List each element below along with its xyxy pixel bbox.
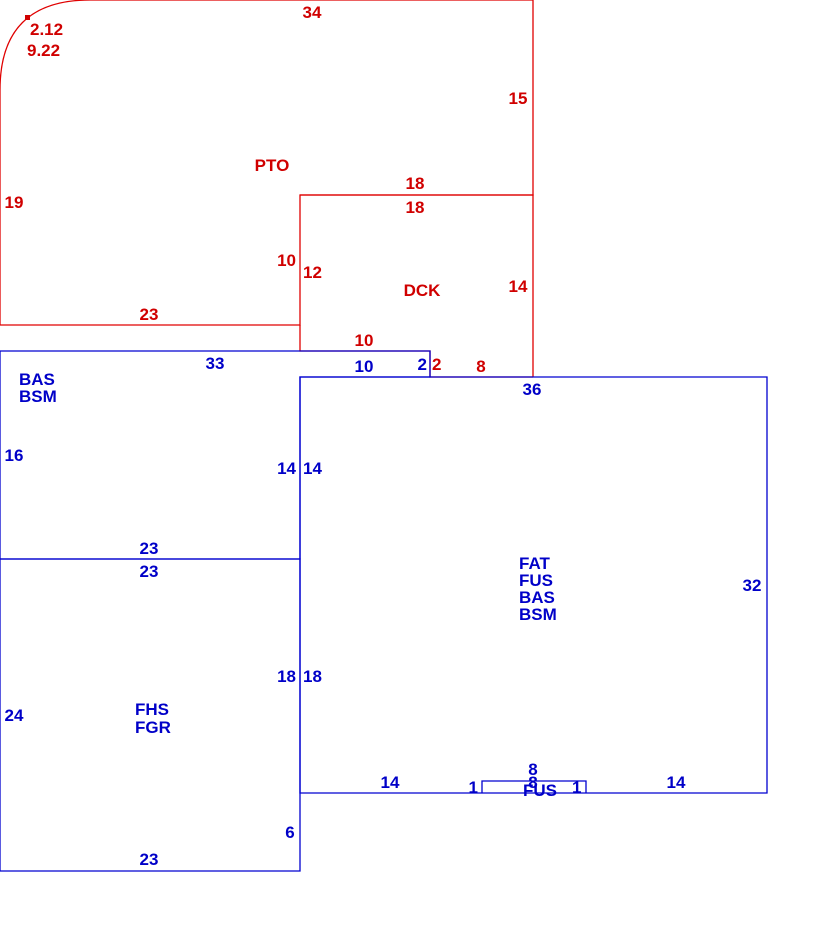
curve-point-marker <box>25 15 30 20</box>
area-main-code-3: BAS <box>519 588 555 607</box>
area-pto-label: PTO <box>255 156 290 175</box>
dim-pto-curve-a: 2.12 <box>30 20 63 39</box>
area-garage-code-2: FGR <box>135 718 171 737</box>
dim-main-left-lower: 18 <box>303 667 322 686</box>
dim-dck-notch: 2 <box>432 355 441 374</box>
dim-dck-bottom-right: 8 <box>476 357 485 376</box>
area-dck-label: DCK <box>404 281 442 300</box>
dim-dck-bottom: 10 <box>355 331 374 350</box>
dim-bay-inner: 8 <box>528 773 537 792</box>
dim-dck-top: 18 <box>406 198 425 217</box>
dim-main-right: 32 <box>743 576 762 595</box>
dim-bas-right: 14 <box>277 459 296 478</box>
dim-main-bottom-right: 14 <box>667 773 686 792</box>
area-main-code-1: FAT <box>519 554 550 573</box>
bay-outline <box>481 780 587 793</box>
area-main-code-2: FUS <box>519 571 553 590</box>
area-bay-label: FUS <box>523 781 557 800</box>
area-main-code-4: BSM <box>519 605 557 624</box>
dim-dck-left: 12 <box>303 263 322 282</box>
dim-pto-step: 10 <box>277 251 296 270</box>
pto-outline <box>0 0 534 326</box>
dim-bas-left: 16 <box>5 446 24 465</box>
dim-gar-right: 18 <box>277 667 296 686</box>
dim-bay-top: 8 <box>528 760 537 779</box>
dim-gar-right-low: 6 <box>285 823 294 842</box>
dim-pto-right: 15 <box>509 89 528 108</box>
dim-main-top: 36 <box>523 380 542 399</box>
dim-bay-left: 1 <box>469 778 478 797</box>
dim-bas-top: 33 <box>206 354 225 373</box>
dim-main-bottom-left: 14 <box>381 773 400 792</box>
dim-pto-curve-b: 9.22 <box>27 41 60 60</box>
dim-gar-top: 23 <box>140 562 159 581</box>
area-garage-code-1: FHS <box>135 700 169 719</box>
bas-upper-outline <box>0 350 431 560</box>
area-bas-upper-code-1: BAS <box>19 370 55 389</box>
dim-pto-top: 34 <box>303 3 322 22</box>
dim-gar-left: 24 <box>5 706 24 725</box>
area-bas-upper-code-2: BSM <box>19 387 57 406</box>
dim-dck-right: 14 <box>509 277 528 296</box>
dim-gar-bottom: 23 <box>140 850 159 869</box>
dim-main-left-upper: 14 <box>303 459 322 478</box>
dim-bas-top-seg: 10 <box>355 357 374 376</box>
dim-bas-bottom: 23 <box>140 539 159 558</box>
dim-bay-right: 1 <box>572 778 581 797</box>
dim-bas-notch: 2 <box>418 355 427 374</box>
garage-outline <box>0 558 301 872</box>
dim-pto-inner-top: 18 <box>406 174 425 193</box>
dim-pto-left: 19 <box>5 193 24 212</box>
dim-pto-bottom: 23 <box>140 305 159 324</box>
